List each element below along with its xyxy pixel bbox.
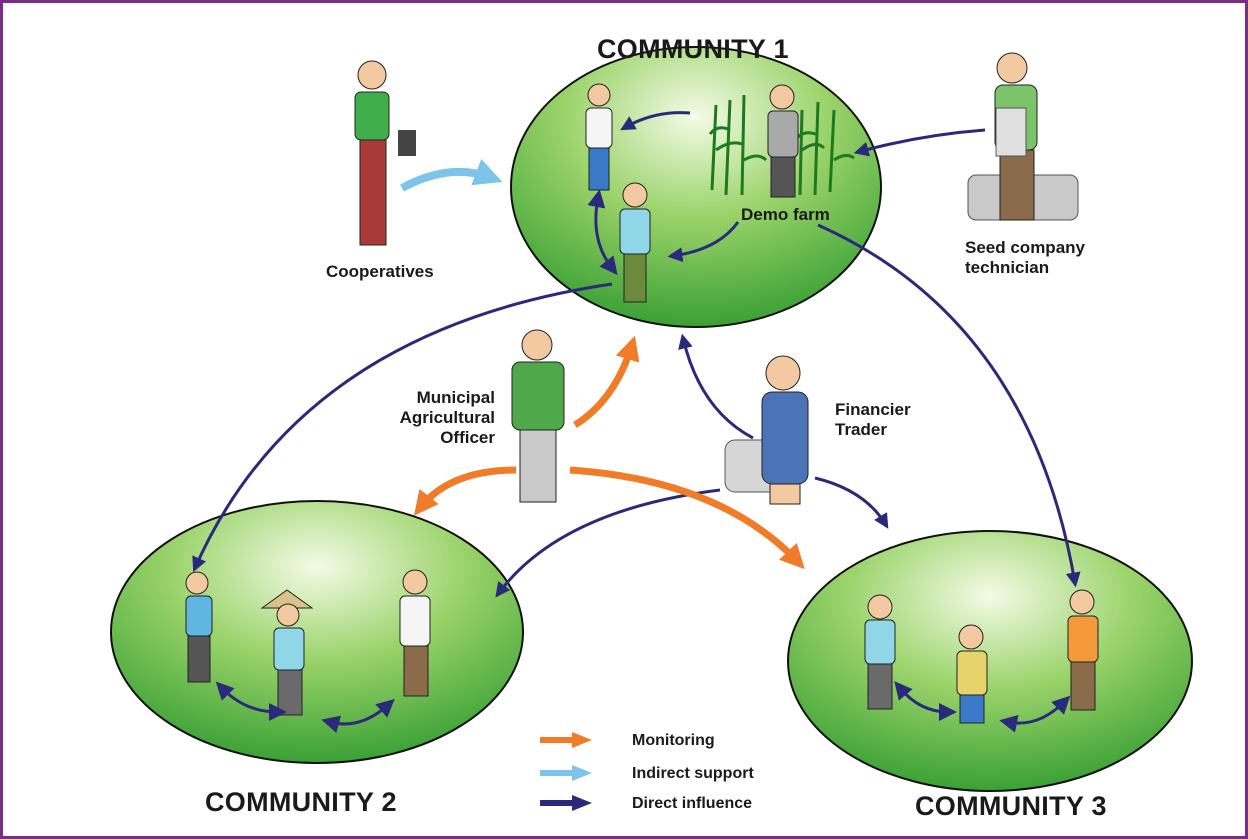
- person-c3-farmer-left: [864, 594, 896, 710]
- person-cooperatives: [354, 60, 416, 246]
- legend-graphics: [540, 732, 592, 811]
- person-c2-farmer-middle: [260, 589, 314, 716]
- demo-farm-corn: [708, 94, 855, 196]
- demo-farm-label: Demo farm: [741, 205, 830, 224]
- person-c3-farmer-right: [1067, 589, 1099, 711]
- legend-direct-label: Direct influence: [632, 795, 753, 812]
- financier-trader-label: Financier Trader: [835, 400, 911, 439]
- legend-monitoring-head: [572, 732, 592, 748]
- legend-indirect-label: Indirect support: [632, 765, 754, 782]
- legend-direct-head: [572, 795, 592, 811]
- community-2-area: [110, 500, 524, 764]
- legend-monitoring-label: Monitoring: [632, 732, 715, 749]
- direct-influence-arrows: [192, 111, 1081, 734]
- community-1-label: COMMUNITY 1: [597, 34, 789, 64]
- municipal-officer-label: Municipal Agricultural Officer: [399, 388, 495, 447]
- person-financier-trader: [724, 355, 809, 505]
- person-c2-farmer-right: [399, 569, 431, 697]
- cooperatives-label: Cooperatives: [326, 262, 434, 281]
- person-c1-farmer-left: [585, 83, 613, 191]
- person-c3-farmer-center: [956, 624, 988, 724]
- community-3-label: COMMUNITY 3: [915, 791, 1107, 821]
- person-c1-farmer-center: [619, 182, 651, 303]
- community-3-area: [787, 530, 1193, 792]
- community-2-label: COMMUNITY 2: [205, 787, 397, 817]
- seed-company-label: Seed company technician: [965, 238, 1085, 277]
- person-c2-farmer-left: [185, 571, 213, 683]
- person-municipal-officer: [511, 329, 565, 503]
- person-c1-farmer-demo: [767, 84, 799, 198]
- indirect-support-arrow: [400, 158, 503, 192]
- community-1-area: [510, 46, 882, 328]
- person-seed-technician: [967, 52, 1079, 221]
- monitoring-arrows: [413, 335, 805, 570]
- legend-indirect-head: [572, 765, 592, 781]
